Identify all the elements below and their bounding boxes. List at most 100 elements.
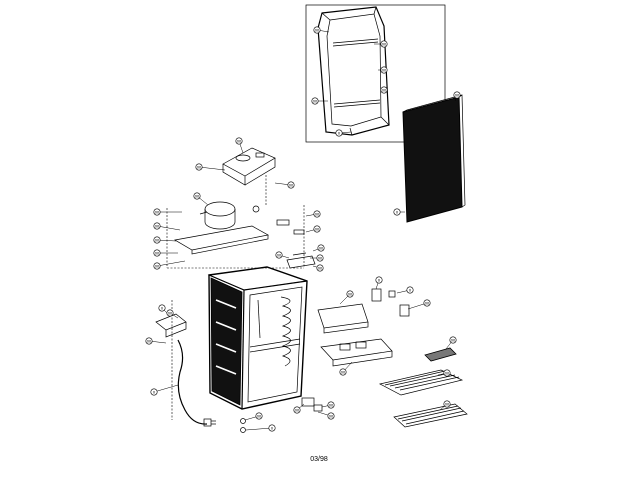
callout-text: 00 <box>155 238 160 243</box>
callout-bubble <box>380 66 388 74</box>
callout-bubble <box>255 412 263 420</box>
callout-bubble <box>193 192 201 200</box>
callout-leg-1: 00 <box>255 412 263 420</box>
refrigerator-cabinet <box>207 266 308 410</box>
callout-power-cord: 0 <box>150 388 158 396</box>
callout-thermostat: 00 <box>316 264 324 272</box>
callout-hinge-1: 00 <box>293 406 301 414</box>
callout-bubble <box>153 249 161 257</box>
callout-door-top: 00 <box>313 26 321 34</box>
callout-text: 00 <box>155 251 160 256</box>
callout-bubble <box>287 181 295 189</box>
callout-text: 00 <box>277 253 282 258</box>
callout-text: 00 <box>382 42 387 47</box>
callout-cabinet-tube: 00 <box>275 251 283 259</box>
callout-bubble <box>268 424 276 432</box>
callout-comp-left-4: 00 <box>153 249 161 257</box>
callout-labels: 0000000000000000000000000000000000000000… <box>145 26 461 432</box>
assembly-guides <box>166 175 305 420</box>
callout-text: 0 <box>153 390 156 395</box>
callout-text: 00 <box>455 93 460 98</box>
callout-text: 00 <box>425 301 430 306</box>
callout-text: 00 <box>451 338 456 343</box>
callout-bubble <box>311 97 319 105</box>
callout-bubble <box>153 208 161 216</box>
callout-bubble <box>327 401 335 409</box>
top-housing <box>222 147 276 186</box>
callout-bubble <box>406 286 414 294</box>
callout-drip-tray: 00 <box>346 290 354 298</box>
leader-leg-2 <box>245 427 273 431</box>
callout-text: 00 <box>348 292 353 297</box>
callout-hinge-2: 00 <box>327 401 335 409</box>
callout-bubble <box>380 40 388 48</box>
callout-bubble <box>153 236 161 244</box>
callout-text: 00 <box>195 194 200 199</box>
callout-bubble <box>166 309 174 317</box>
callout-bubble <box>313 26 321 34</box>
callout-tray-clip: 0 <box>375 276 383 284</box>
callout-shelf-lower: 00 <box>443 400 451 408</box>
callout-bubble <box>346 290 354 298</box>
callout-text: 0 <box>271 426 274 431</box>
callout-comp-left-1: 00 <box>153 208 161 216</box>
callout-bubble <box>153 262 161 270</box>
callout-bubble <box>443 369 451 377</box>
callout-bubble <box>393 208 401 216</box>
callout-bubble <box>335 129 343 137</box>
inner-door-panel <box>317 6 390 136</box>
callout-text: 00 <box>315 212 320 217</box>
leader-evap-cover <box>198 166 226 171</box>
leader-comp-left-5 <box>156 260 186 267</box>
callout-text: 00 <box>289 183 294 188</box>
callout-text: 0 <box>378 278 381 283</box>
tray-assembly <box>317 288 410 367</box>
callout-outer-door: 00 <box>453 91 461 99</box>
callout-text: 0 <box>161 306 164 311</box>
callout-text: 0 <box>338 131 341 136</box>
thermostat-part <box>286 252 316 269</box>
leader-power-cord <box>153 384 179 393</box>
callout-text: 00 <box>147 339 152 344</box>
callout-door-shelf-b: 00 <box>380 66 388 74</box>
callout-comp-right-2: 00 <box>313 225 321 233</box>
callout-text: 00 <box>155 224 160 229</box>
callout-text: 00 <box>382 88 387 93</box>
outer-door-panel <box>402 94 466 223</box>
callout-door-shelf-a: 00 <box>380 40 388 48</box>
callout-comp-right-4: 00 <box>316 254 324 262</box>
callout-text: 00 <box>445 371 450 376</box>
callout-text: 00 <box>168 311 173 316</box>
callout-bubble <box>153 222 161 230</box>
callout-text: 00 <box>155 210 160 215</box>
callout-bubble <box>150 388 158 396</box>
base-plate <box>174 219 305 255</box>
callout-comp-left-5: 00 <box>153 262 161 270</box>
callout-comp-right-3: 00 <box>317 244 325 252</box>
callout-cord-clip: 00 <box>145 337 153 345</box>
callout-compressor: 00 <box>193 192 201 200</box>
callout-bubble <box>327 412 335 420</box>
callout-housing: 00 <box>235 137 243 145</box>
callout-bubble <box>313 210 321 218</box>
bottom-hinges <box>240 397 323 433</box>
callout-text: 00 <box>197 165 202 170</box>
callout-text: 00 <box>341 370 346 375</box>
wire-shelves <box>378 369 468 428</box>
callout-shelf-upper: 00 <box>443 369 451 377</box>
callout-cord-box: 00 <box>166 309 174 317</box>
callout-bubble <box>339 368 347 376</box>
callout-text: 00 <box>329 403 334 408</box>
callout-outer-door-base: 0 <box>393 208 401 216</box>
callout-text: 00 <box>237 139 242 144</box>
callout-text: 0 <box>396 210 399 215</box>
callout-text: 00 <box>313 99 318 104</box>
callout-text: 00 <box>315 28 320 33</box>
callout-text: 00 <box>155 264 160 269</box>
inner-door-inset <box>305 4 446 143</box>
callout-knob: 00 <box>423 299 431 307</box>
callout-bubble <box>316 264 324 272</box>
callout-door-screw: 0 <box>335 129 343 137</box>
callout-text: 00 <box>329 414 334 419</box>
